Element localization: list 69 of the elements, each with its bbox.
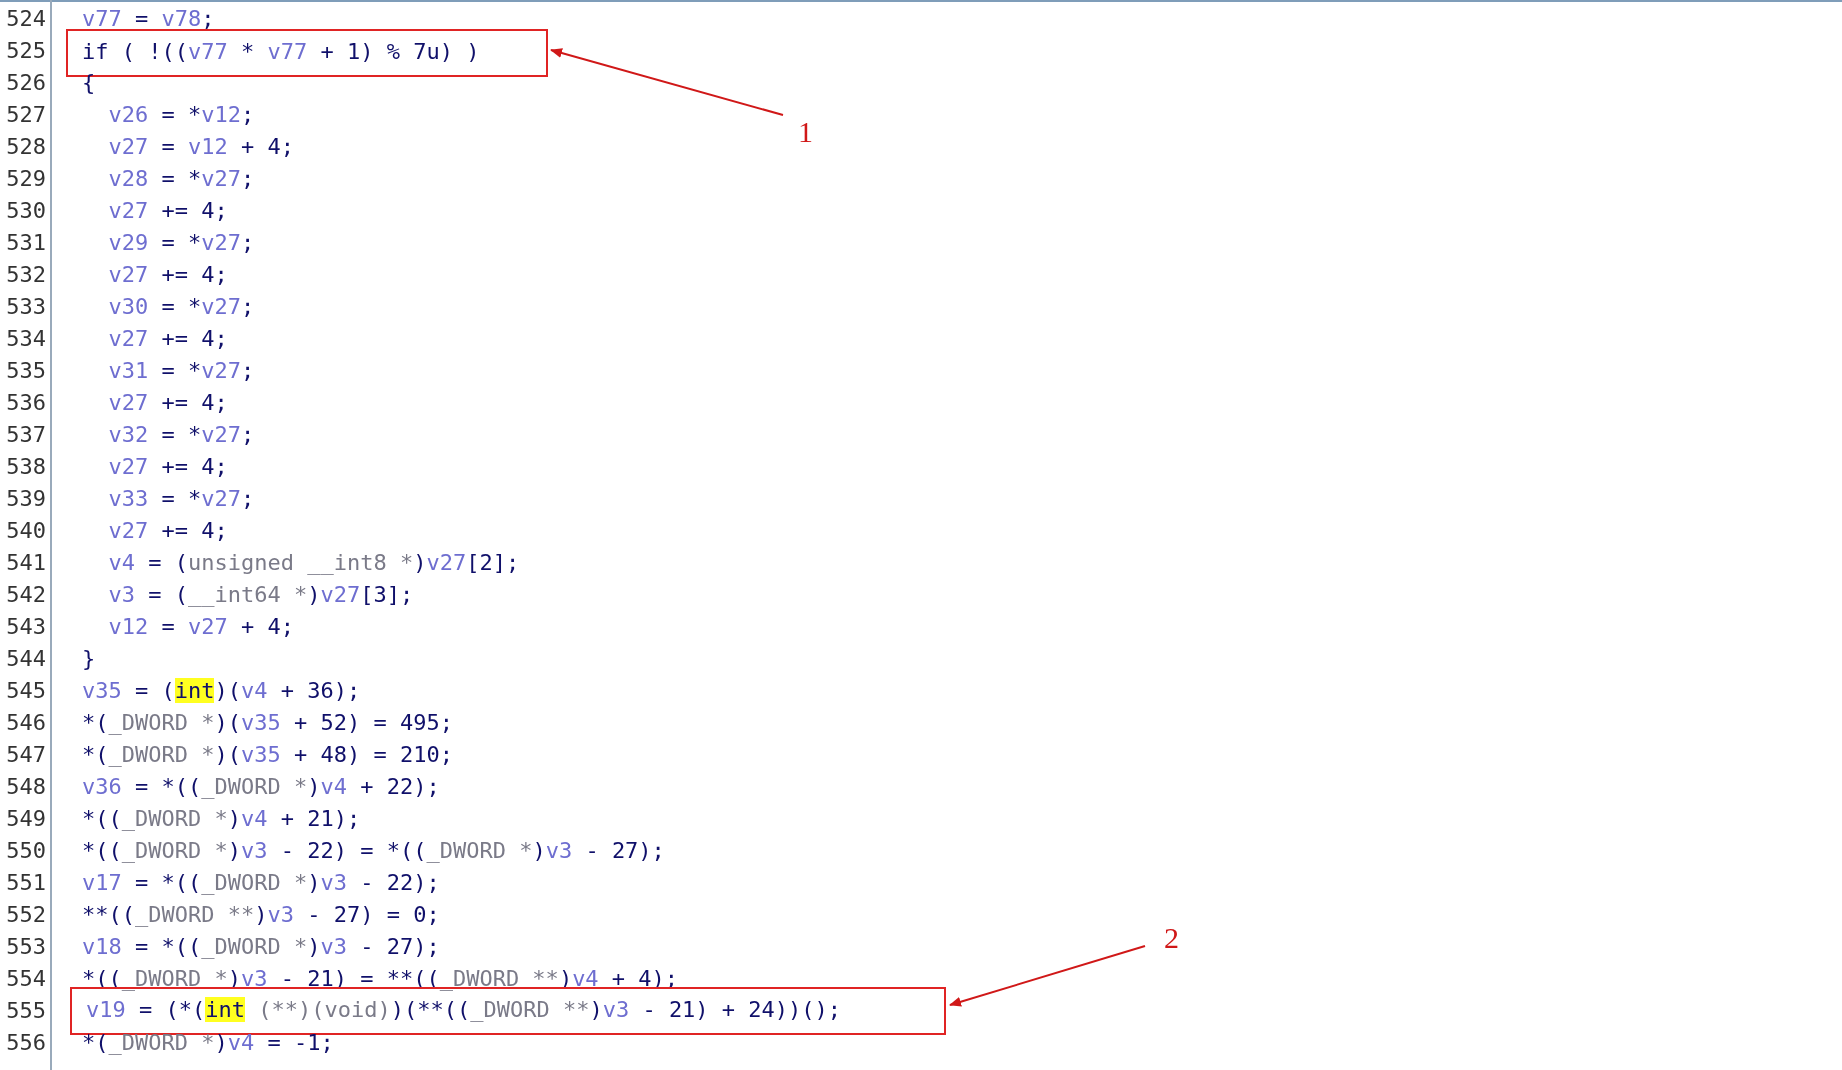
code-line: if ( !((v77 * v77 + 1) % 7u) ) (82, 38, 480, 66)
code-line: v27 += 4; (107, 453, 228, 481)
line-number: 537 (5, 421, 46, 449)
code-line: v27 += 4; (107, 389, 228, 417)
code-line: *((_DWORD *)v3 - 22) = *((_DWORD *)v3 - 27); (82, 837, 665, 865)
code-line: v27 = v12 + 4; (107, 133, 294, 161)
line-number: 525 (5, 37, 46, 65)
code-line: v32 = *v27; (107, 421, 255, 449)
line-number: 527 (5, 101, 46, 129)
code-line: } (82, 645, 96, 673)
line-number: 531 (5, 229, 46, 257)
line-number: 546 (5, 709, 46, 737)
code-line: v30 = *v27; (107, 293, 255, 321)
line-number: 545 (5, 677, 46, 705)
line-number: 543 (5, 613, 46, 641)
callout-number: 2 (1164, 921, 1179, 955)
line-number: 532 (5, 261, 46, 289)
code-line: **((_DWORD **)v3 - 27) = 0; (82, 901, 440, 929)
code-line: v27 += 4; (107, 325, 228, 353)
code-line: v18 = *((_DWORD *)v3 - 27); (82, 933, 440, 961)
line-number: 536 (5, 389, 46, 417)
code-line: v36 = *((_DWORD *)v4 + 22); (82, 773, 440, 801)
code-line: v28 = *v27; (107, 165, 255, 193)
line-number: 542 (5, 581, 46, 609)
line-number: 548 (5, 773, 46, 801)
code-line: v27 += 4; (107, 197, 228, 225)
code-line: v17 = *((_DWORD *)v3 - 22); (82, 869, 440, 897)
line-number: 550 (5, 837, 46, 865)
line-number: 535 (5, 357, 46, 385)
code-line: v26 = *v12; (107, 101, 255, 129)
line-number: 556 (5, 1029, 46, 1057)
line-number: 539 (5, 485, 46, 513)
line-number: 524 (5, 5, 46, 33)
code-line: v12 = v27 + 4; (107, 613, 294, 641)
code-line: v27 += 4; (107, 261, 228, 289)
code-line: { (82, 69, 96, 97)
callout-number: 1 (798, 115, 813, 149)
code-line: v27 += 4; (107, 517, 228, 545)
code-line: v4 = (unsigned __int8 *)v27[2]; (107, 549, 520, 577)
code-line: v77 = v78; (82, 5, 215, 33)
arrow (949, 945, 1146, 1007)
line-number: 526 (5, 69, 46, 97)
code-line: v31 = *v27; (107, 357, 255, 385)
line-number: 540 (5, 517, 46, 545)
code-line: *(_DWORD *)v4 = -1; (82, 1029, 334, 1057)
code-line: v35 = (int)(v4 + 36); (82, 677, 361, 705)
line-number: 541 (5, 549, 46, 577)
code-line: *((_DWORD *)v4 + 21); (82, 805, 361, 833)
line-number: 533 (5, 293, 46, 321)
code-line: v33 = *v27; (107, 485, 255, 513)
code-line: *(_DWORD *)(v35 + 48) = 210; (82, 741, 453, 769)
arrow (550, 48, 784, 116)
line-number: 553 (5, 933, 46, 961)
line-number: 538 (5, 453, 46, 481)
line-number: 534 (5, 325, 46, 353)
line-number: 549 (5, 805, 46, 833)
line-number: 530 (5, 197, 46, 225)
line-number: 555 (5, 997, 46, 1025)
line-number: 551 (5, 869, 46, 897)
line-number: 547 (5, 741, 46, 769)
line-number: 552 (5, 901, 46, 929)
code-line: *(_DWORD *)(v35 + 52) = 495; (82, 709, 453, 737)
code-line: v29 = *v27; (107, 229, 255, 257)
line-number: 554 (5, 965, 46, 993)
line-number: 528 (5, 133, 46, 161)
code-line: v19 = (*(int (**)(void))(**((_DWORD **)v3 - 21) + 24))(); (86, 996, 842, 1024)
line-number: 544 (5, 645, 46, 673)
code-line: v3 = (__int64 *)v27[3]; (107, 581, 414, 609)
line-number: 529 (5, 165, 46, 193)
